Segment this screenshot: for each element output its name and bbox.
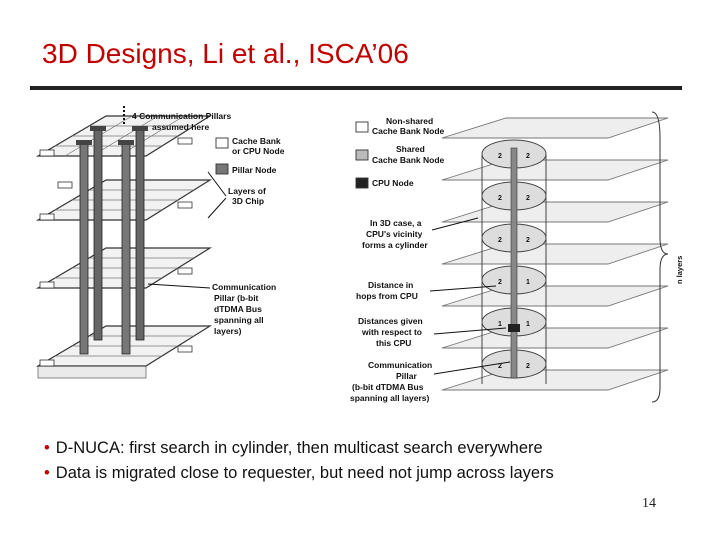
svg-text:Cache Bank Node: Cache Bank Node [372,126,445,136]
svg-text:2: 2 [498,363,502,370]
legend-cpu-swatch [355,177,369,189]
bullet-dot: • [44,464,50,482]
legend-shared-swatch [355,149,369,161]
svg-text:assumed here: assumed here [152,122,209,132]
svg-text:forms a cylinder: forms a cylinder [362,240,428,250]
svg-text:2: 2 [498,153,502,160]
svg-text:(b-bit dTDMA Bus: (b-bit dTDMA Bus [352,382,424,392]
svg-text:spanning all: spanning all [214,315,264,325]
svg-text:this CPU: this CPU [376,338,411,348]
svg-text:1: 1 [526,321,530,328]
pillars-note: 4 Communication Pillars [132,111,231,121]
svg-text:n layers: n layers [675,256,684,284]
svg-text:2: 2 [498,279,502,286]
svg-text:1: 1 [498,321,502,328]
right-labels: Non-shared Cache Bank Node Shared Cache … [350,116,511,403]
svg-text:spanning all layers): spanning all layers) [350,393,430,403]
svg-text:or CPU Node: or CPU Node [232,146,285,156]
title-divider [30,86,682,90]
left-labels: 4 Communication Pillars assumed here Cac… [132,111,285,336]
svg-text:2: 2 [526,363,530,370]
svg-text:Pillar Node: Pillar Node [232,165,277,175]
left-stack [35,106,213,379]
legend-nonshared-swatch [355,121,369,133]
svg-text:Communication: Communication [368,360,432,370]
svg-text:Shared: Shared [396,144,425,154]
diagram-svg: 4 Communication Pillars assumed here Cac… [35,106,684,403]
legend-cache-swatch [215,137,229,149]
svg-text:2: 2 [498,237,502,244]
svg-text:Distance in: Distance in [368,280,413,290]
svg-text:Distances given: Distances given [358,316,423,326]
svg-text:Cache Bank Node: Cache Bank Node [372,155,445,165]
svg-text:In 3D case, a: In 3D case, a [370,218,422,228]
svg-text:layers): layers) [214,326,242,336]
svg-text:Non-shared: Non-shared [386,116,433,126]
figure-3d-chip-diagram: 4 Communication Pillars assumed here Cac… [28,98,688,410]
svg-text:CPU Node: CPU Node [372,178,414,188]
svg-text:Pillar (b-bit: Pillar (b-bit [214,293,259,303]
svg-text:Cache Bank: Cache Bank [232,136,281,146]
svg-text:hops from CPU: hops from CPU [356,291,418,301]
bullet-item: •Data is migrated close to requester, bu… [44,464,554,482]
svg-text:2: 2 [498,195,502,202]
right-stack: 2 2 2 2 2 2 2 1 1 1 2 2 n layers [441,111,684,403]
bullet-dot: • [44,439,50,457]
slide-title: 3D Designs, Li et al., ISCA’06 [42,38,409,69]
bullet-item: •D-NUCA: first search in cylinder, then … [44,439,543,457]
svg-text:2: 2 [526,153,530,160]
svg-text:with respect to: with respect to [361,327,422,337]
svg-text:2: 2 [526,195,530,202]
svg-text:2: 2 [526,237,530,244]
page-number: 14 [642,496,656,511]
svg-text:CPU's vicinity: CPU's vicinity [366,229,423,239]
svg-text:3D Chip: 3D Chip [232,196,264,206]
svg-text:Communication: Communication [212,282,276,292]
legend-pillar-swatch [215,163,229,175]
svg-text:Pillar: Pillar [396,371,417,381]
svg-text:dTDMA Bus: dTDMA Bus [214,304,262,314]
svg-text:Layers of: Layers of [228,186,266,196]
bullet-list: •D-NUCA: first search in cylinder, then … [44,436,554,486]
svg-text:1: 1 [526,279,530,286]
